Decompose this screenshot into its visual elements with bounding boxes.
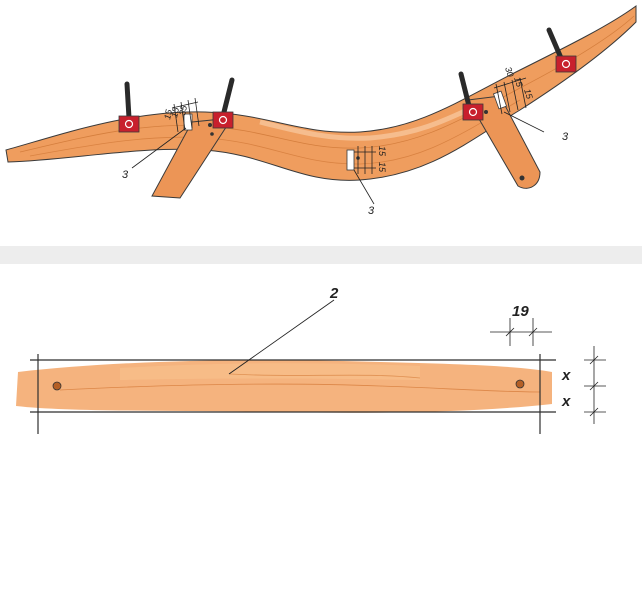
end-hole-right	[515, 379, 525, 389]
part-leader	[228, 299, 335, 375]
wood-grain	[229, 373, 421, 379]
screw	[519, 175, 525, 181]
left-dim-1: 15	[162, 108, 174, 121]
spacer-block	[346, 149, 355, 171]
screw	[484, 110, 488, 114]
clamp	[546, 27, 577, 73]
center-dim-1: 15	[377, 146, 387, 157]
wood-wash-light	[120, 363, 420, 380]
right-dimension-lines	[493, 77, 527, 115]
screw	[210, 132, 214, 136]
callout-leaders	[131, 111, 545, 205]
left-dim-2: 15	[169, 106, 181, 119]
right-dim-3: 15	[522, 88, 535, 102]
side-dim-x-2: x	[561, 393, 571, 410]
side-dimensions	[584, 346, 606, 424]
separator-band	[0, 246, 642, 264]
callout-3-center: 3	[368, 205, 375, 217]
clamp	[458, 71, 484, 121]
lamination-line	[29, 99, 521, 165]
curved-beam	[5, 5, 637, 181]
right-dim-1: 30	[503, 66, 516, 79]
callout-3-right: 3	[562, 131, 569, 143]
right-dim-2: 15	[512, 76, 525, 90]
beam-highlight	[259, 101, 482, 141]
end-hole-left	[52, 381, 62, 391]
clamp	[212, 77, 235, 129]
part-label-2: 2	[329, 285, 339, 302]
side-dim-x-1: x	[561, 367, 571, 384]
callout-3-left: 3	[122, 169, 129, 181]
part-outline	[30, 354, 556, 434]
right-jig-block	[467, 95, 541, 189]
left-dimension-lines	[171, 97, 200, 133]
wood-grain	[59, 383, 541, 393]
clamp	[118, 81, 140, 133]
center-dimension-lines	[354, 146, 376, 174]
center-dim-2: 15	[377, 162, 387, 173]
left-dim-3: 35	[177, 104, 189, 117]
curved-beam-assembly: 15 15 35 30 15 15 15 15 3	[5, 5, 637, 217]
screw	[208, 123, 212, 127]
width-dimension	[490, 318, 552, 346]
straight-part-assembly: 2 19 x x	[16, 285, 606, 434]
spacer-block	[492, 90, 508, 110]
width-dim-19: 19	[512, 303, 529, 320]
